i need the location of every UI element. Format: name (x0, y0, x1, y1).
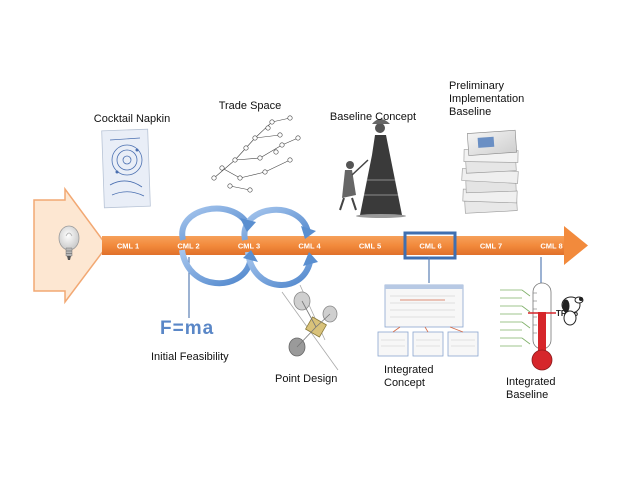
cocktail-napkin-label: Cocktail Napkin (93, 113, 171, 125)
milestone-group: CML 1 CML 2 CML 3 CML 4 CML 5 CML 6 CML 7 CML 8 (117, 242, 563, 251)
milestone-label-8: CML 8 (540, 242, 562, 251)
preliminary-implementation-baseline-label: Preliminary Implementation Baseline (449, 80, 525, 118)
spacecraft-icon (281, 284, 339, 371)
connector-lines (188, 257, 542, 318)
formula-label: F=ma (160, 318, 215, 339)
milestone-label-4: CML 4 (298, 242, 321, 251)
screenshots-icon (377, 284, 479, 357)
baseline-concept-label: Baseline Concept (329, 111, 417, 123)
engraving-figures-icon (339, 119, 406, 218)
milestone-label-3: CML 3 (238, 242, 260, 251)
milestone-label-2: CML 2 (177, 242, 199, 251)
timeline-arrow (102, 226, 588, 265)
lightbulb-icon (58, 225, 80, 260)
milestone-label-6: CML 6 (419, 242, 441, 251)
iteration-loop-arrows (179, 205, 318, 288)
milestone-label-5: CML 5 (359, 242, 381, 251)
snoopy-icon (561, 296, 584, 326)
milestone-label-7: CML 7 (480, 242, 502, 251)
integrated-concept-label: Integrated Concept (384, 364, 434, 389)
thermometer-icon: TRL 6 (500, 282, 579, 371)
trade-space-label: Trade Space (218, 100, 282, 112)
document-stack-icon (461, 129, 519, 214)
napkin-sketch-icon (101, 128, 151, 209)
cml6-highlight-box (403, 231, 457, 260)
tree-diagram-icon (211, 115, 301, 193)
point-design-label: Point Design (275, 373, 338, 385)
milestone-label-1: CML 1 (117, 242, 139, 251)
initial-feasibility-label: Initial Feasibility (151, 351, 229, 363)
integrated-baseline-label: Integrated Baseline (506, 376, 556, 401)
